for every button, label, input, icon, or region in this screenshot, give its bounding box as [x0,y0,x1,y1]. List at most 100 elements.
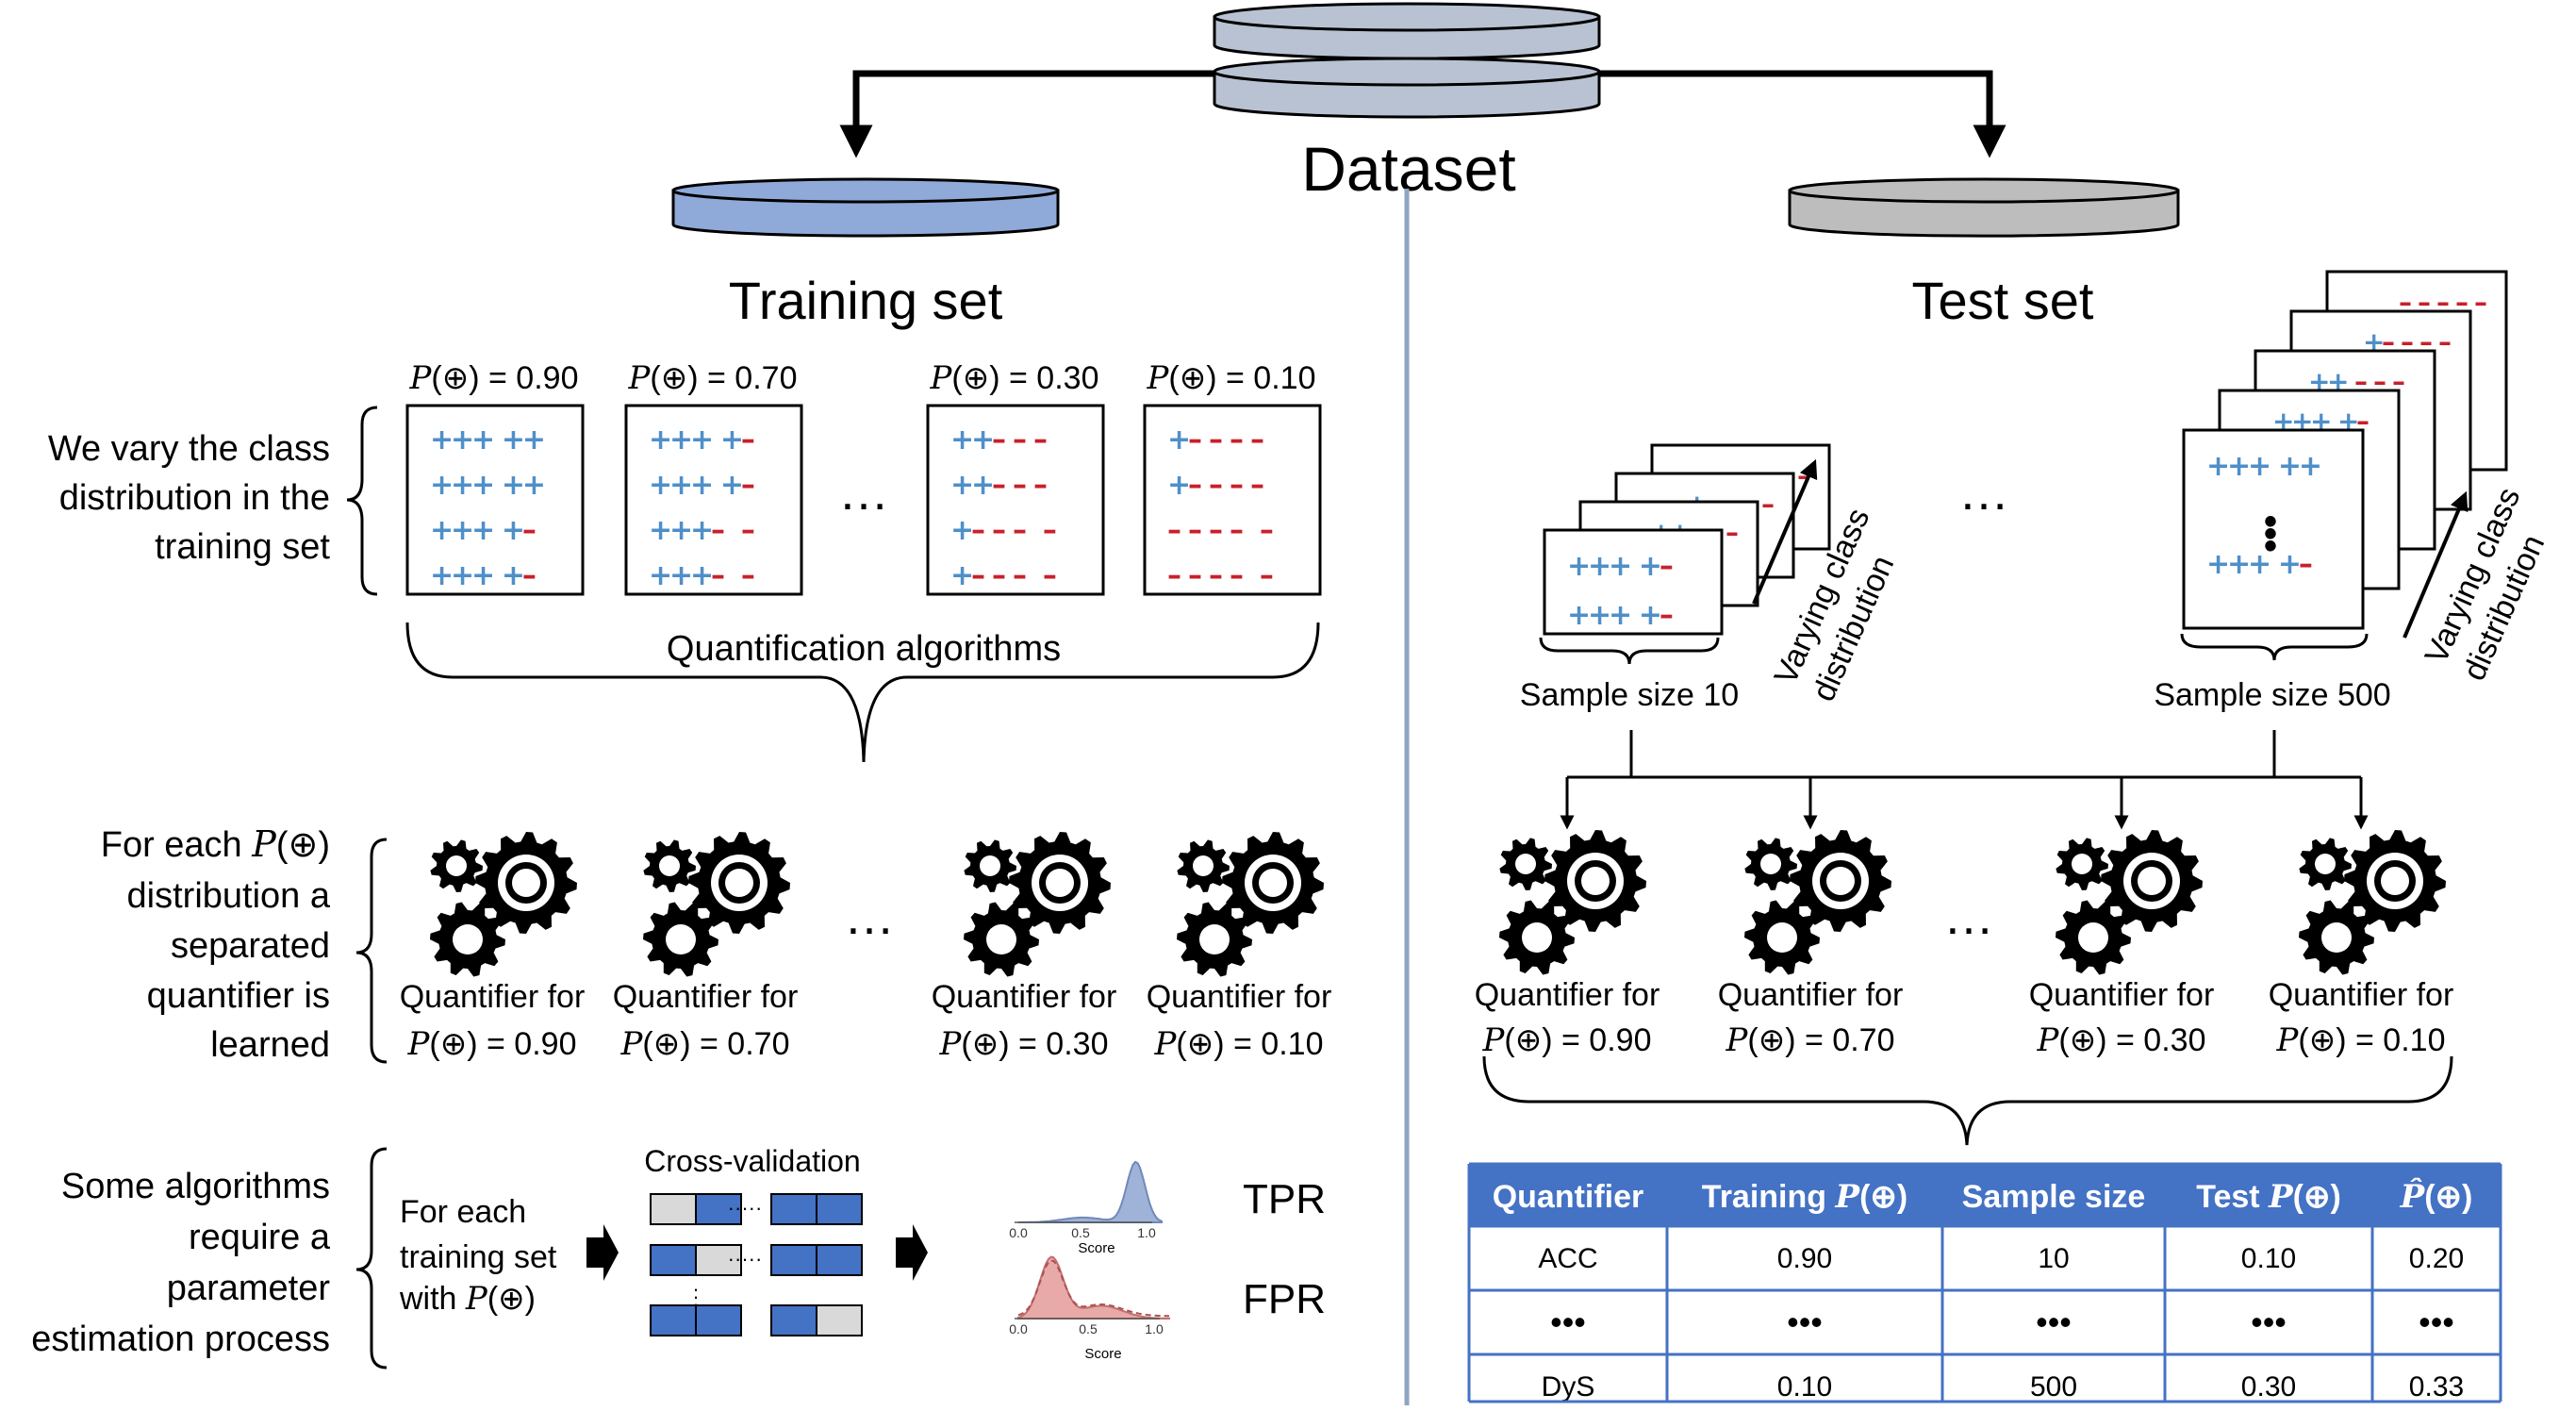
sample-card: +++++++++–••• [2182,428,2365,630]
svg-text:–: – [1209,559,1223,592]
svg-text:–: – [1209,423,1223,456]
table-row: ••••••••••••••• [1550,1303,2454,1341]
svg-text:–: – [1209,514,1223,547]
sample-size-500-label: Sample size 500 [2154,677,2390,713]
svg-text:+: + [2206,450,2230,483]
svg-text:+: + [649,514,672,547]
training-box-row: ++++– [649,423,755,456]
gear-icon [2056,830,2203,975]
tick-label: 1.0 [1137,1225,1156,1240]
parameter-brace [355,1147,388,1370]
test-results-brace [1482,1055,2453,1146]
svg-text:–: – [522,514,537,547]
sample-10-brace [1539,637,1720,665]
svg-text:+: + [1167,423,1191,456]
vary-brace [346,406,378,596]
training-box-row: +–––– [1167,423,1264,456]
svg-text:+: + [471,423,495,456]
svg-text:–: – [1761,489,1775,520]
gear-icon [1177,832,1324,977]
svg-text:Score: Score [1078,1240,1115,1256]
varying-large-arrow [2403,490,2469,639]
varying-large-label: Varying class distribution [2419,482,2552,686]
cross-validation-folds: ············· [650,1193,863,1336]
svg-text:–: – [741,423,755,456]
svg-text:–: – [741,514,755,547]
svg-text:+: + [950,559,974,592]
cv-fold [650,1193,742,1225]
svg-text:P(⊕) = 0.90: P(⊕) = 0.90 [1482,1021,1652,1059]
sample-size-500-stack: –––––+––––++–––++++–+++++++++–••• [2182,270,2508,630]
svg-text:–: – [1188,559,1202,592]
svg-text:+: + [669,559,693,592]
training-box-row: +–––– [950,559,1057,592]
svg-text:estimation process: estimation process [31,1320,330,1359]
training-box-row: +–––– [1167,469,1264,502]
svg-text:+: + [2248,548,2271,581]
svg-text:–: – [992,559,1006,592]
parameter-estimation-text: Some algorithms require a parameter esti… [31,1167,331,1359]
table-cell: ••• [2419,1303,2454,1341]
svg-text:training set: training set [155,527,330,567]
svg-text:P(⊕) = 0.10: P(⊕) = 0.10 [2276,1021,2446,1059]
svg-text:–: – [1230,423,1244,456]
table-cell: ••• [2251,1303,2287,1341]
svg-text:P(⊕) = 0.70: P(⊕) = 0.70 [620,1025,790,1063]
table-cell: ••• [1550,1303,1586,1341]
training-box-1: P(⊕) = 0.70++++–++++–+++––+++–– [624,359,803,596]
sample-500-brace [2180,633,2369,661]
svg-text:+: + [451,423,474,456]
svg-text:+: + [720,469,744,502]
table-cell: ACC [1538,1243,1597,1274]
svg-text:distribution in the: distribution in the [59,478,330,518]
svg-text:We vary the class: We vary the class [48,429,330,469]
svg-text:–: – [1013,514,1027,547]
svg-text:distribution a: distribution a [127,876,331,916]
svg-text:+: + [971,423,995,456]
svg-text:Some algorithms: Some algorithms [61,1167,330,1206]
svg-text:+: + [690,423,714,456]
svg-text:Quantifier for: Quantifier for [1147,979,1332,1015]
svg-text:–: – [711,559,725,592]
svg-text:Quantifier for: Quantifier for [1718,977,1904,1013]
table-cell: 0.20 [2409,1243,2464,1274]
svg-text:+: + [1639,599,1662,632]
svg-text:P(⊕) = 0.30: P(⊕) = 0.30 [930,359,1099,397]
training-box-3: P(⊕) = 0.10+––––+–––––––––––––– [1143,359,1322,596]
svg-text:+: + [669,469,693,502]
svg-text:–: – [1260,514,1274,547]
svg-text:parameter: parameter [167,1269,331,1308]
svg-text:Quantifier for: Quantifier for [2029,977,2215,1013]
cv-fold [770,1244,863,1276]
svg-text:–: – [741,559,755,592]
svg-text:+: + [669,514,693,547]
fpr-label: FPR [1243,1276,1326,1322]
svg-text:–: – [711,514,725,547]
svg-text:+: + [522,423,546,456]
tick-label: 0.5 [1071,1225,1090,1240]
svg-text:P(⊕) = 0.70: P(⊕) = 0.70 [628,359,798,397]
test-set-title: Test set [1912,271,2094,330]
svg-text:P(⊕) = 0.30: P(⊕) = 0.30 [939,1025,1109,1063]
svg-text:–: – [2299,548,2313,581]
cv-fold [770,1193,863,1225]
table-header-cell: Sample size [1962,1179,2146,1215]
svg-text:+: + [471,559,495,592]
svg-text:require a: require a [189,1218,331,1257]
training-box-row: ––––– [1167,514,1274,547]
svg-text:+: + [1567,599,1591,632]
table-cell: 0.33 [2409,1371,2464,1403]
svg-text:+: + [649,559,672,592]
svg-text:+: + [502,423,525,456]
svg-text:–: – [971,559,985,592]
svg-text:+: + [2278,548,2302,581]
svg-text:–: – [1043,559,1057,592]
svg-text:+: + [430,559,454,592]
training-box-row: +–––– [950,514,1057,547]
table-header-cell: P̂(⊕) [2400,1177,2473,1216]
svg-text:–: – [741,469,755,502]
